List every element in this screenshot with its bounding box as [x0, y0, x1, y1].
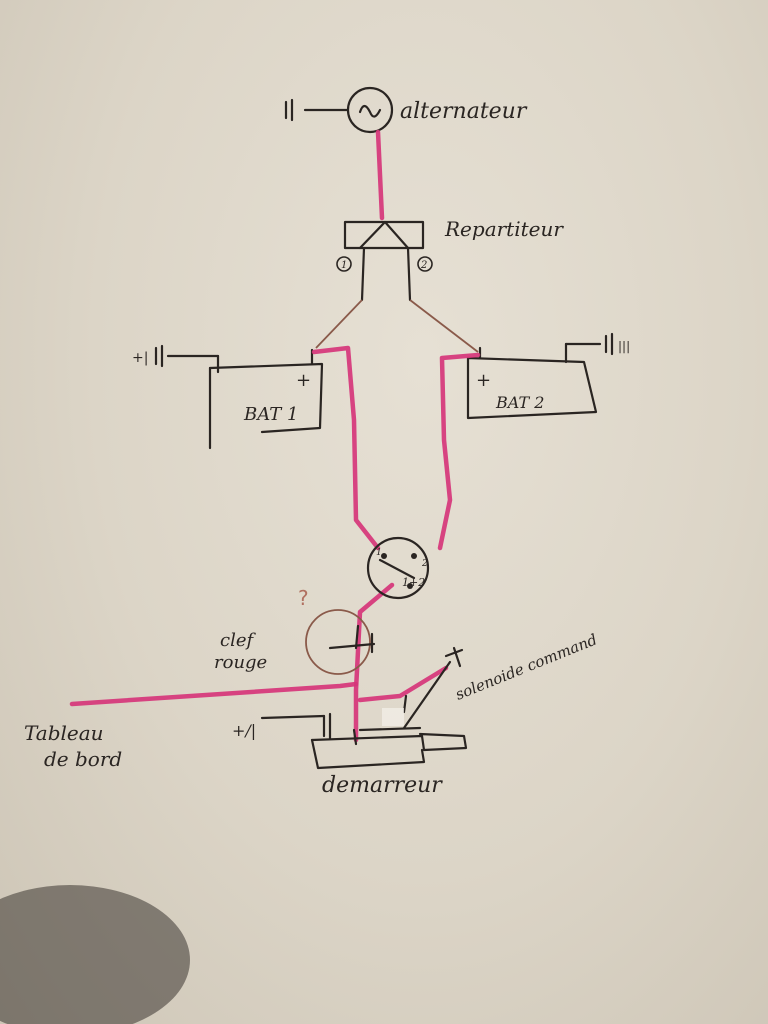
- battery-2: [466, 342, 602, 420]
- switch-position-1: 1: [376, 548, 382, 558]
- starter-motor: [310, 708, 468, 770]
- alternator-label: alternateur: [400, 99, 528, 124]
- question-mark: ?: [298, 586, 309, 610]
- battery-2-label: BAT 2: [495, 393, 544, 412]
- rotary-switch-icon: [366, 536, 430, 600]
- battery-1-plus: +: [296, 370, 311, 391]
- dashboard-wire: [69, 681, 359, 707]
- key-label-line-1: clef: [220, 630, 256, 651]
- alternator-symbol-icon: [303, 86, 394, 134]
- battery-2-ground-icon: [604, 332, 614, 356]
- battery-1: [166, 348, 324, 450]
- alternator-wire: [375, 129, 385, 221]
- switch-position-2: 2: [421, 559, 428, 569]
- battery-1-label: BAT 1: [243, 404, 298, 425]
- battery-1-wire: [311, 345, 381, 551]
- battery-2-plus: +: [476, 370, 491, 391]
- battery-2-ground-mark: |||: [618, 339, 630, 353]
- dashboard-label-line-1: Tableau: [24, 721, 104, 745]
- distributor-terminal-2: 2: [420, 260, 427, 271]
- starter-ground-icon: [260, 712, 332, 740]
- starter-ground-mark: +/|: [232, 721, 256, 740]
- starter-label: demarreur: [322, 773, 443, 798]
- distributor-terminal-1: 1: [341, 260, 347, 271]
- distributor-symbol: [336, 220, 433, 302]
- battery-1-ground-icon: [154, 344, 164, 368]
- shadow: [0, 885, 190, 1024]
- switch-to-starter-wire: [353, 582, 395, 743]
- solenoid-label: solenoide command: [453, 630, 600, 703]
- solenoid-command: [402, 646, 464, 730]
- red-key-switch: [305, 609, 376, 675]
- solenoid-wire: [357, 665, 449, 703]
- alternator-ground-icon: [284, 98, 294, 122]
- switch-position-label: 1+2: [402, 576, 425, 589]
- key-label-line-2: rouge: [214, 652, 267, 673]
- battery-2-wire: [437, 352, 481, 551]
- battery-1-ground-mark: +|: [132, 350, 148, 366]
- distributor-label: Repartiteur: [444, 217, 564, 241]
- dashboard-label-line-2: de bord: [44, 747, 122, 771]
